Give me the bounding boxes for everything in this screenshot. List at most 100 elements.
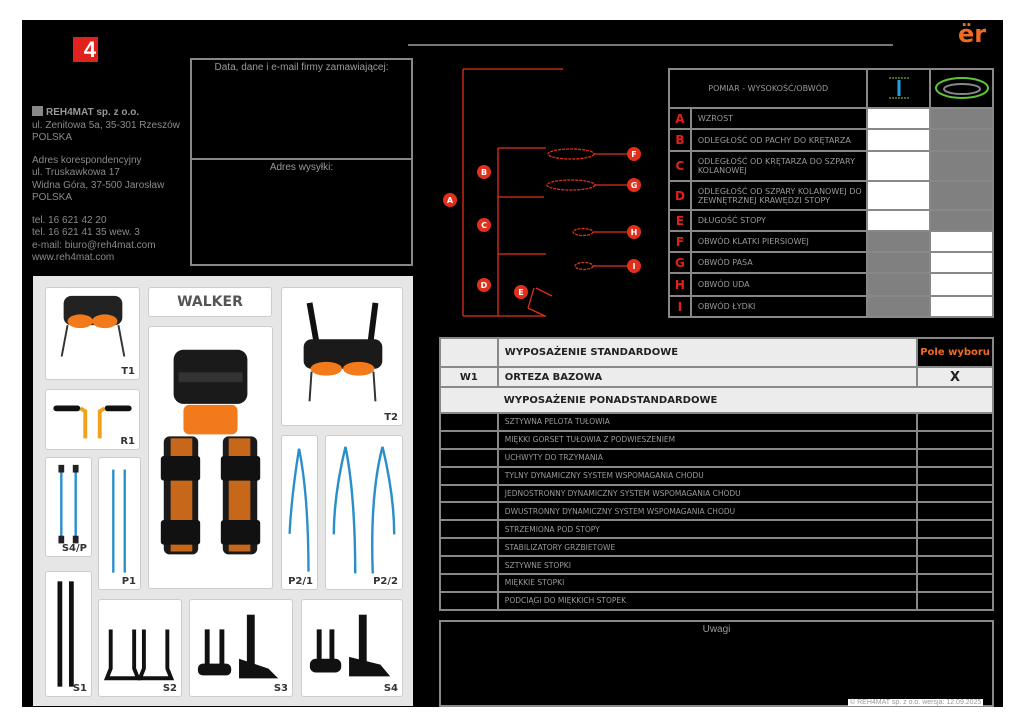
measurement-header: POMIAR - WYSOKOŚĆ/OBWÓD bbox=[667, 68, 869, 109]
equipment-checkbox[interactable] bbox=[916, 519, 994, 540]
choice-column-header: Pole wyboru bbox=[916, 337, 994, 368]
equipment-checkbox[interactable] bbox=[916, 465, 994, 486]
diagram-label-H: H bbox=[631, 228, 638, 237]
row-letter: D bbox=[668, 180, 692, 211]
equipment-row: MIĘKKI GORSET TUŁOWIA Z PODWIESZENIEM bbox=[439, 429, 994, 450]
equipment-label: STABILIZATORY GRZBIETOWE bbox=[496, 537, 919, 558]
row-label: DŁUGOŚĆ STOPY bbox=[689, 209, 869, 232]
equipment-checkbox[interactable] bbox=[916, 429, 994, 450]
equipment-row: UCHWYTY DO TRZYMANIA bbox=[439, 447, 994, 468]
equipment-label: STRZEMIONA POD STOPY bbox=[496, 519, 919, 540]
diagram-label-F: F bbox=[631, 150, 636, 159]
product-R1: R1 bbox=[45, 389, 140, 450]
standard-equipment-header: WYPOSAŻENIE STANDARDOWE bbox=[496, 337, 919, 368]
footer-copyright: © REH4MAT sp. z o.o. wersja: 12.09.2025 bbox=[848, 699, 984, 706]
height-input bbox=[866, 230, 932, 253]
order-info-box[interactable]: Data, dane i e-mail firmy zamawiającej: … bbox=[190, 58, 413, 266]
height-input[interactable] bbox=[866, 107, 932, 130]
product-title: WALKER bbox=[148, 287, 272, 317]
circumference-icon bbox=[929, 68, 994, 109]
w1-checkbox[interactable]: X bbox=[916, 366, 994, 388]
equipment-label: SZTYWNA PELOTA TUŁOWIA bbox=[496, 412, 919, 432]
row-letter: G bbox=[668, 251, 692, 274]
row-label: ODLEGŁOŚĆ OD SZPARY KOLANOWEJ DO ZEWNĘTR… bbox=[689, 180, 869, 211]
equipment-label: TYLNY DYNAMICZNY SYSTEM WSPOMAGANIA CHOD… bbox=[496, 465, 919, 486]
product-S2: S2 bbox=[98, 599, 182, 697]
equipment-row: STABILIZATORY GRZBIETOWE bbox=[439, 537, 994, 558]
diagram-label-A: A bbox=[447, 196, 454, 205]
diagram-label-B: B bbox=[481, 168, 487, 177]
shipping-label: Adres wysyłki: bbox=[269, 162, 334, 173]
row-label: OBWÓD PASA bbox=[689, 251, 869, 274]
diagram-label-D: D bbox=[481, 281, 488, 290]
equipment-row: DWUSTRONNY DYNAMICZNY SYSTEM WSPOMAGANIA… bbox=[439, 501, 994, 522]
height-input[interactable] bbox=[866, 180, 932, 211]
product-S3: S3 bbox=[189, 599, 293, 697]
diagram-label-C: C bbox=[481, 221, 487, 230]
equipment-row: PODCIĄGI DO MIĘKKICH STOPEK bbox=[439, 590, 994, 611]
company-label: Data, dane i e-mail firmy zamawiającej: bbox=[214, 62, 389, 73]
height-input[interactable] bbox=[866, 150, 932, 182]
circumference-input bbox=[929, 150, 994, 182]
height-input[interactable] bbox=[866, 128, 932, 152]
equipment-checkbox[interactable] bbox=[916, 412, 994, 432]
notes-label: Uwagi bbox=[702, 624, 731, 635]
row-label: OBWÓD UDA bbox=[689, 272, 869, 297]
equipment-checkbox[interactable] bbox=[916, 501, 994, 522]
row-letter: I bbox=[668, 295, 692, 318]
equipment-label: MIĘKKI GORSET TUŁOWIA Z PODWIESZENIEM bbox=[496, 429, 919, 450]
circumference-input[interactable] bbox=[929, 295, 994, 318]
row-label: WZROST bbox=[689, 107, 869, 130]
equipment-label: PODCIĄGI DO MIĘKKICH STOPEK bbox=[496, 590, 919, 611]
circumference-input[interactable] bbox=[929, 251, 994, 274]
equipment-checkbox[interactable] bbox=[916, 447, 994, 468]
equipment-checkbox[interactable] bbox=[916, 537, 994, 558]
notes-box[interactable]: Uwagi bbox=[439, 620, 994, 707]
equipment-row: TYLNY DYNAMICZNY SYSTEM WSPOMAGANIA CHOD… bbox=[439, 465, 994, 486]
product-S1: S1 bbox=[45, 571, 92, 697]
product-P2-2: P2/2 bbox=[325, 435, 403, 590]
circumference-input bbox=[929, 180, 994, 211]
w1-label: ORTEZA BAZOWA bbox=[496, 366, 919, 388]
divider bbox=[408, 44, 893, 46]
equipment-row: STRZEMIONA POD STOPY bbox=[439, 519, 994, 540]
product-T1: T1 bbox=[45, 287, 140, 380]
row-label: ODLEGŁOŚĆ OD PACHY DO KRĘTARZA bbox=[689, 128, 869, 152]
equipment-label: JEDNOSTRONNY DYNAMICZNY SYSTEM WSPOMAGAN… bbox=[496, 483, 919, 504]
company-address: REH4MAT sp. z o.o. ul. Zenitowa 5a, 35-3… bbox=[32, 106, 180, 263]
equipment-label: MIĘKKIE STOPKI bbox=[496, 573, 919, 593]
equipment-checkbox[interactable] bbox=[916, 483, 994, 504]
equipment-checkbox[interactable] bbox=[916, 555, 994, 576]
product-walker-main bbox=[148, 326, 273, 589]
equipment-label: DWUSTRONNY DYNAMICZNY SYSTEM WSPOMAGANIA… bbox=[496, 501, 919, 522]
circumference-input[interactable] bbox=[929, 230, 994, 253]
product-panel: T1 R1 S4/P P1 S1 S2 S3 S4 WALKER T2 P2/1… bbox=[33, 276, 413, 706]
equipment-checkbox[interactable] bbox=[916, 590, 994, 611]
equipment-checkbox[interactable] bbox=[916, 573, 994, 593]
row-letter: H bbox=[668, 272, 692, 297]
equipment-row: JEDNOSTRONNY DYNAMICZNY SYSTEM WSPOMAGAN… bbox=[439, 483, 994, 504]
height-input[interactable] bbox=[866, 209, 932, 232]
equipment-label: SZTYWNE STOPKI bbox=[496, 555, 919, 576]
row-label: OBWÓD KLATKI PIERSIOWEJ bbox=[689, 230, 869, 253]
product-P1: P1 bbox=[98, 457, 141, 590]
diagram-label-G: G bbox=[631, 181, 638, 190]
circumference-input bbox=[929, 107, 994, 130]
row-label: OBWÓD ŁYDKI bbox=[689, 295, 869, 318]
height-icon bbox=[866, 68, 932, 109]
circumference-input[interactable] bbox=[929, 272, 994, 297]
diagram-label-I: I bbox=[633, 262, 636, 271]
product-P2-1: P2/1 bbox=[281, 435, 318, 590]
row-letter: A bbox=[668, 107, 692, 130]
equipment-row: SZTYWNE STOPKI bbox=[439, 555, 994, 576]
product-S4P: S4/P bbox=[45, 457, 92, 557]
